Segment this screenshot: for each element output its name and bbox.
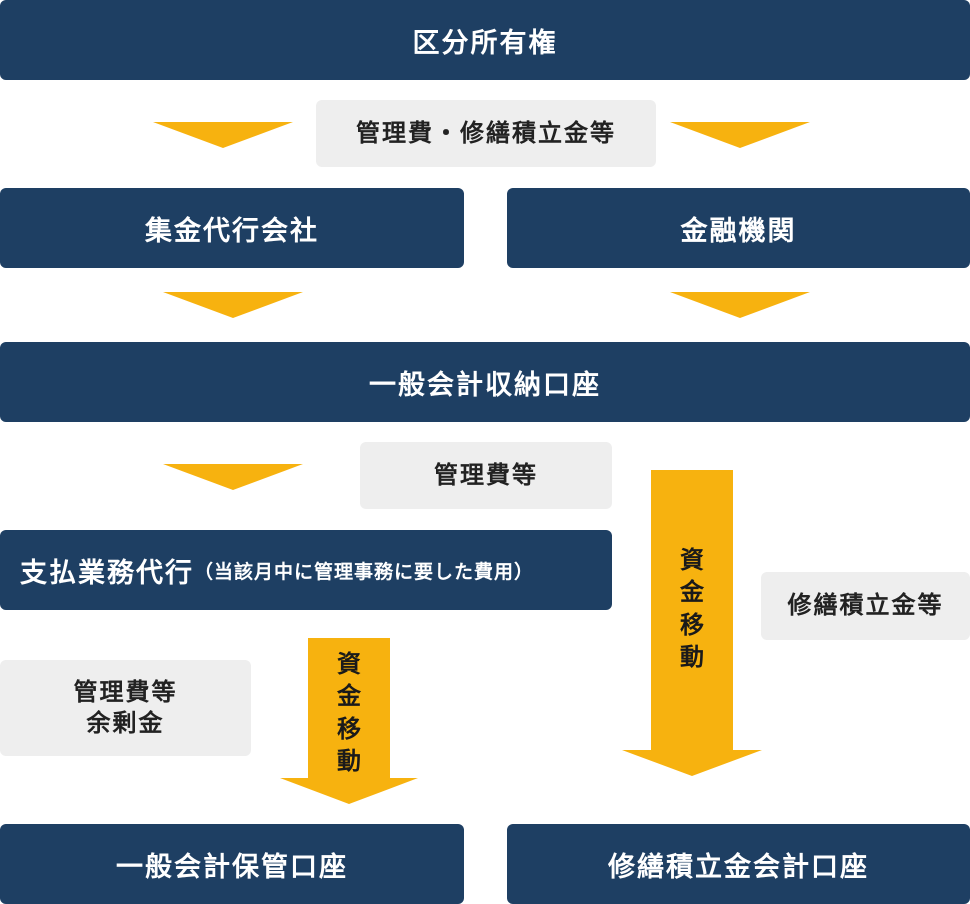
arrow-down-2 (670, 122, 810, 148)
node-general-custody-account-label: 一般会計保管口座 (116, 851, 348, 883)
fund-transfer-right-text: 資 金 移 動 (674, 544, 710, 674)
fund-transfer-left-char-1: 資 (337, 650, 361, 678)
node-financial-institution-label: 金融機関 (680, 215, 797, 247)
node-repair-reserve-account: 修繕積立金会計口座 (507, 824, 970, 904)
node-financial-institution: 金融機関 (507, 188, 970, 268)
fund-transfer-left-char-4: 動 (337, 747, 361, 776)
arrow-fund-transfer-left (280, 638, 418, 804)
label-repair-reserves: 修繕積立金等 (761, 572, 970, 640)
fund-transfer-right-char-3: 移 (680, 610, 704, 639)
label-surplus-line2: 余剰金 (86, 709, 165, 737)
node-payment-agency-note: （当該月中に管理事務に要した費用） (194, 560, 535, 583)
label-fees-and-reserves-text: 管理費・修繕積立金等 (356, 118, 616, 147)
node-payment-agency: 支払業務代行（当該月中に管理事務に要した費用） (0, 530, 612, 610)
fund-transfer-right-char-4: 動 (680, 643, 704, 672)
node-owners: 区分所有権 (0, 0, 970, 80)
label-management-fees-text: 管理費等 (434, 460, 538, 489)
arrow-fund-transfer-right (622, 470, 762, 776)
node-collection-agency-label: 集金代行会社 (145, 215, 319, 247)
fund-transfer-right-char-1: 資 (680, 546, 704, 574)
node-owners-label: 区分所有権 (412, 27, 558, 59)
fund-transfer-left-char-3: 移 (337, 714, 361, 743)
fund-transfer-left-char-2: 金 (337, 682, 361, 711)
node-general-collection-account: 一般会計収納口座 (0, 342, 970, 422)
node-general-custody-account: 一般会計保管口座 (0, 824, 464, 904)
node-general-collection-account-label: 一般会計収納口座 (369, 369, 601, 401)
arrow-down-4 (670, 292, 810, 318)
label-management-fees: 管理費等 (360, 442, 612, 509)
label-surplus-line1: 管理費等 (73, 677, 178, 706)
arrow-down-5 (163, 464, 303, 490)
fund-transfer-left-text: 資 金 移 動 (331, 648, 367, 778)
node-collection-agency: 集金代行会社 (0, 188, 464, 268)
fund-transfer-right-char-2: 金 (680, 578, 704, 607)
label-surplus: 管理費等 余剰金 (0, 660, 251, 756)
label-repair-reserves-text: 修繕積立金等 (787, 591, 944, 620)
node-payment-agency-label: 支払業務代行 (20, 557, 194, 589)
label-fees-and-reserves: 管理費・修繕積立金等 (316, 100, 656, 167)
arrow-down-1 (153, 122, 293, 148)
arrow-down-3 (163, 292, 303, 318)
node-repair-reserve-account-label: 修繕積立金会計口座 (608, 851, 869, 883)
